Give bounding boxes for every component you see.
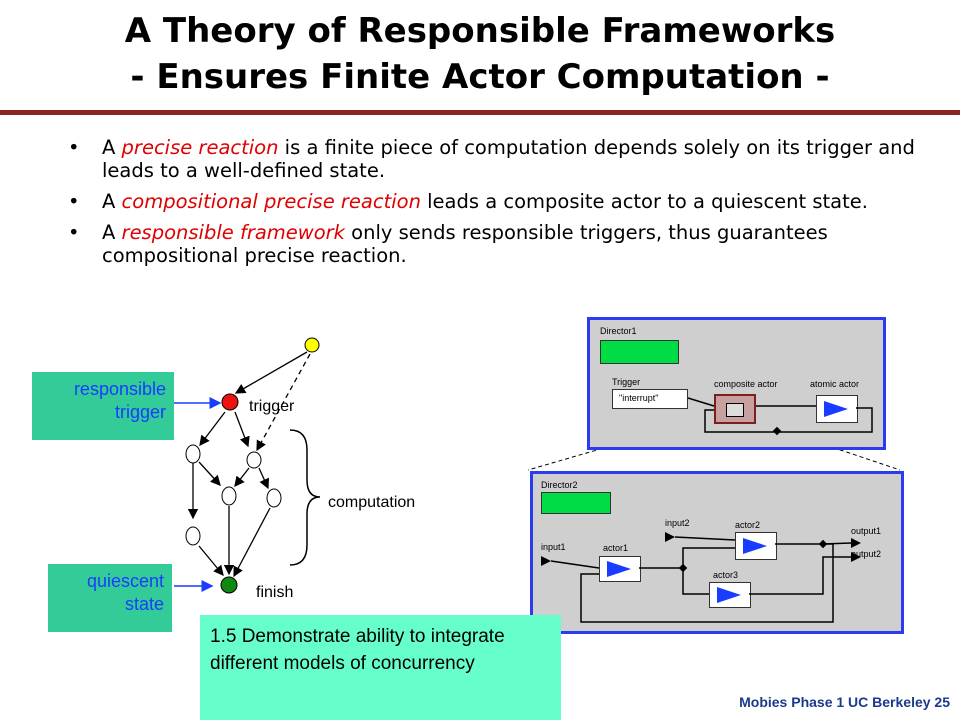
bullet-highlight: precise reaction bbox=[121, 136, 279, 159]
trigger-node bbox=[221, 393, 239, 411]
computation-graph bbox=[174, 337, 321, 594]
graph-node bbox=[266, 488, 282, 508]
bullet-item: • A responsible framework only sends resp… bbox=[60, 221, 920, 267]
input2-label: input2 bbox=[665, 518, 690, 528]
input1-port bbox=[541, 556, 551, 566]
actor1-label: actor1 bbox=[603, 543, 629, 553]
bullet-text-pre: A bbox=[102, 221, 122, 244]
graph-edge-dashed bbox=[234, 351, 308, 394]
bullet-highlight: compositional precise reaction bbox=[121, 190, 421, 213]
graph-node bbox=[185, 444, 201, 464]
slide-footer: Mobies Phase 1 UC Berkeley 25 bbox=[739, 694, 950, 710]
actor3-label: actor3 bbox=[713, 570, 739, 580]
actor1-icon bbox=[607, 561, 631, 577]
actor2-label: actor2 bbox=[735, 520, 761, 530]
atomic-actor-label: atomic actor bbox=[810, 379, 860, 389]
model1-wires bbox=[687, 397, 873, 436]
wire bbox=[550, 560, 600, 569]
composite-actor bbox=[714, 394, 756, 424]
output2-label: output2 bbox=[851, 549, 882, 559]
graph-edge bbox=[198, 545, 224, 577]
graph-edge bbox=[234, 467, 250, 488]
quiescent-state-callout: quiescent state bbox=[48, 564, 172, 632]
atomic-actor-icon bbox=[824, 401, 848, 417]
wire bbox=[687, 397, 715, 407]
actor3-icon bbox=[717, 587, 741, 603]
actor1 bbox=[599, 556, 641, 582]
trigger-label: trigger bbox=[249, 398, 295, 415]
actor3 bbox=[709, 582, 751, 608]
title-line-1: A Theory of Responsible Frameworks bbox=[124, 11, 836, 51]
title-line-2: - Ensures Finite Actor Computation - bbox=[130, 57, 830, 97]
composite-actor-label: composite actor bbox=[714, 379, 778, 389]
bullet-text-post: only sends responsible triggers, thus gu… bbox=[102, 221, 828, 267]
wire bbox=[580, 543, 834, 623]
director2-label: Director2 bbox=[541, 480, 578, 490]
finish-node bbox=[220, 576, 238, 594]
wire bbox=[749, 556, 851, 595]
bullet-text-pre: A bbox=[102, 190, 122, 213]
composite-actor-icon bbox=[726, 403, 744, 417]
graph-edge bbox=[198, 461, 221, 486]
wire bbox=[775, 542, 852, 545]
director2-box bbox=[541, 492, 611, 514]
graph-edge bbox=[234, 411, 250, 448]
callout-line: trigger bbox=[114, 402, 166, 422]
graph-node bbox=[246, 451, 262, 469]
bullet-dot: • bbox=[68, 136, 80, 159]
trigger-actor-value: "interrupt" bbox=[619, 393, 659, 403]
finish-label: finish bbox=[256, 584, 294, 601]
bullet-item: • A compositional precise reaction leads … bbox=[60, 190, 920, 213]
computation-brace bbox=[289, 429, 321, 566]
director1-label: Director1 bbox=[600, 326, 637, 336]
wire-junction bbox=[772, 426, 782, 436]
title-divider bbox=[0, 110, 960, 115]
wire-junction bbox=[818, 539, 828, 549]
model2-screenshot: Director2 input1 input2 actor1 actor2 ac… bbox=[530, 471, 904, 634]
callout-line: responsible bbox=[73, 379, 166, 399]
director1-box bbox=[600, 340, 679, 364]
actor2-icon bbox=[743, 538, 767, 554]
bullet-highlight: responsible framework bbox=[121, 221, 345, 244]
responsible-trigger-callout: responsible trigger bbox=[32, 372, 174, 440]
bullet-text-pre: A bbox=[102, 136, 122, 159]
atomic-actor bbox=[816, 395, 858, 423]
callout-line: quiescent bbox=[86, 571, 164, 591]
graph-edge bbox=[258, 467, 270, 490]
milestone-note: 1.5 Demonstrate ability to integrate dif… bbox=[200, 615, 561, 720]
wire-junction bbox=[678, 563, 688, 573]
wire bbox=[704, 407, 873, 433]
trigger-actor: "interrupt" bbox=[612, 389, 688, 409]
input2-port bbox=[665, 532, 675, 542]
graph-edge-dashed bbox=[256, 353, 311, 452]
trigger-actor-label: Trigger bbox=[612, 377, 641, 387]
wire bbox=[682, 568, 709, 595]
actor2 bbox=[735, 532, 777, 560]
output2-port bbox=[851, 552, 861, 562]
callout-line: state bbox=[124, 594, 164, 614]
wire bbox=[674, 536, 736, 541]
model1-screenshot: Director1 Trigger "interrupt" composite … bbox=[587, 317, 886, 450]
bullet-dot: • bbox=[68, 190, 80, 213]
computation-label: computation bbox=[328, 494, 416, 511]
wire bbox=[639, 547, 735, 569]
bullet-text-post: leads a composite actor to a quiescent s… bbox=[420, 190, 868, 213]
bullet-text-post: is a finite piece of computation depends… bbox=[102, 136, 915, 182]
graph-node bbox=[221, 486, 237, 506]
start-node bbox=[304, 337, 320, 353]
graph-edge bbox=[233, 507, 271, 578]
bullet-dot: • bbox=[68, 221, 80, 244]
bullet-item: • A precise reaction is a finite piece of… bbox=[60, 136, 920, 182]
model2-wires bbox=[541, 532, 861, 623]
bullet-list: • A precise reaction is a finite piece of… bbox=[60, 136, 920, 275]
output1-port bbox=[851, 538, 861, 548]
graph-edge bbox=[199, 411, 226, 447]
output1-label: output1 bbox=[851, 526, 882, 536]
slide-title: A Theory of Responsible Frameworks - Ens… bbox=[0, 8, 960, 100]
graph-node bbox=[185, 526, 201, 546]
input1-label: input1 bbox=[541, 542, 566, 552]
